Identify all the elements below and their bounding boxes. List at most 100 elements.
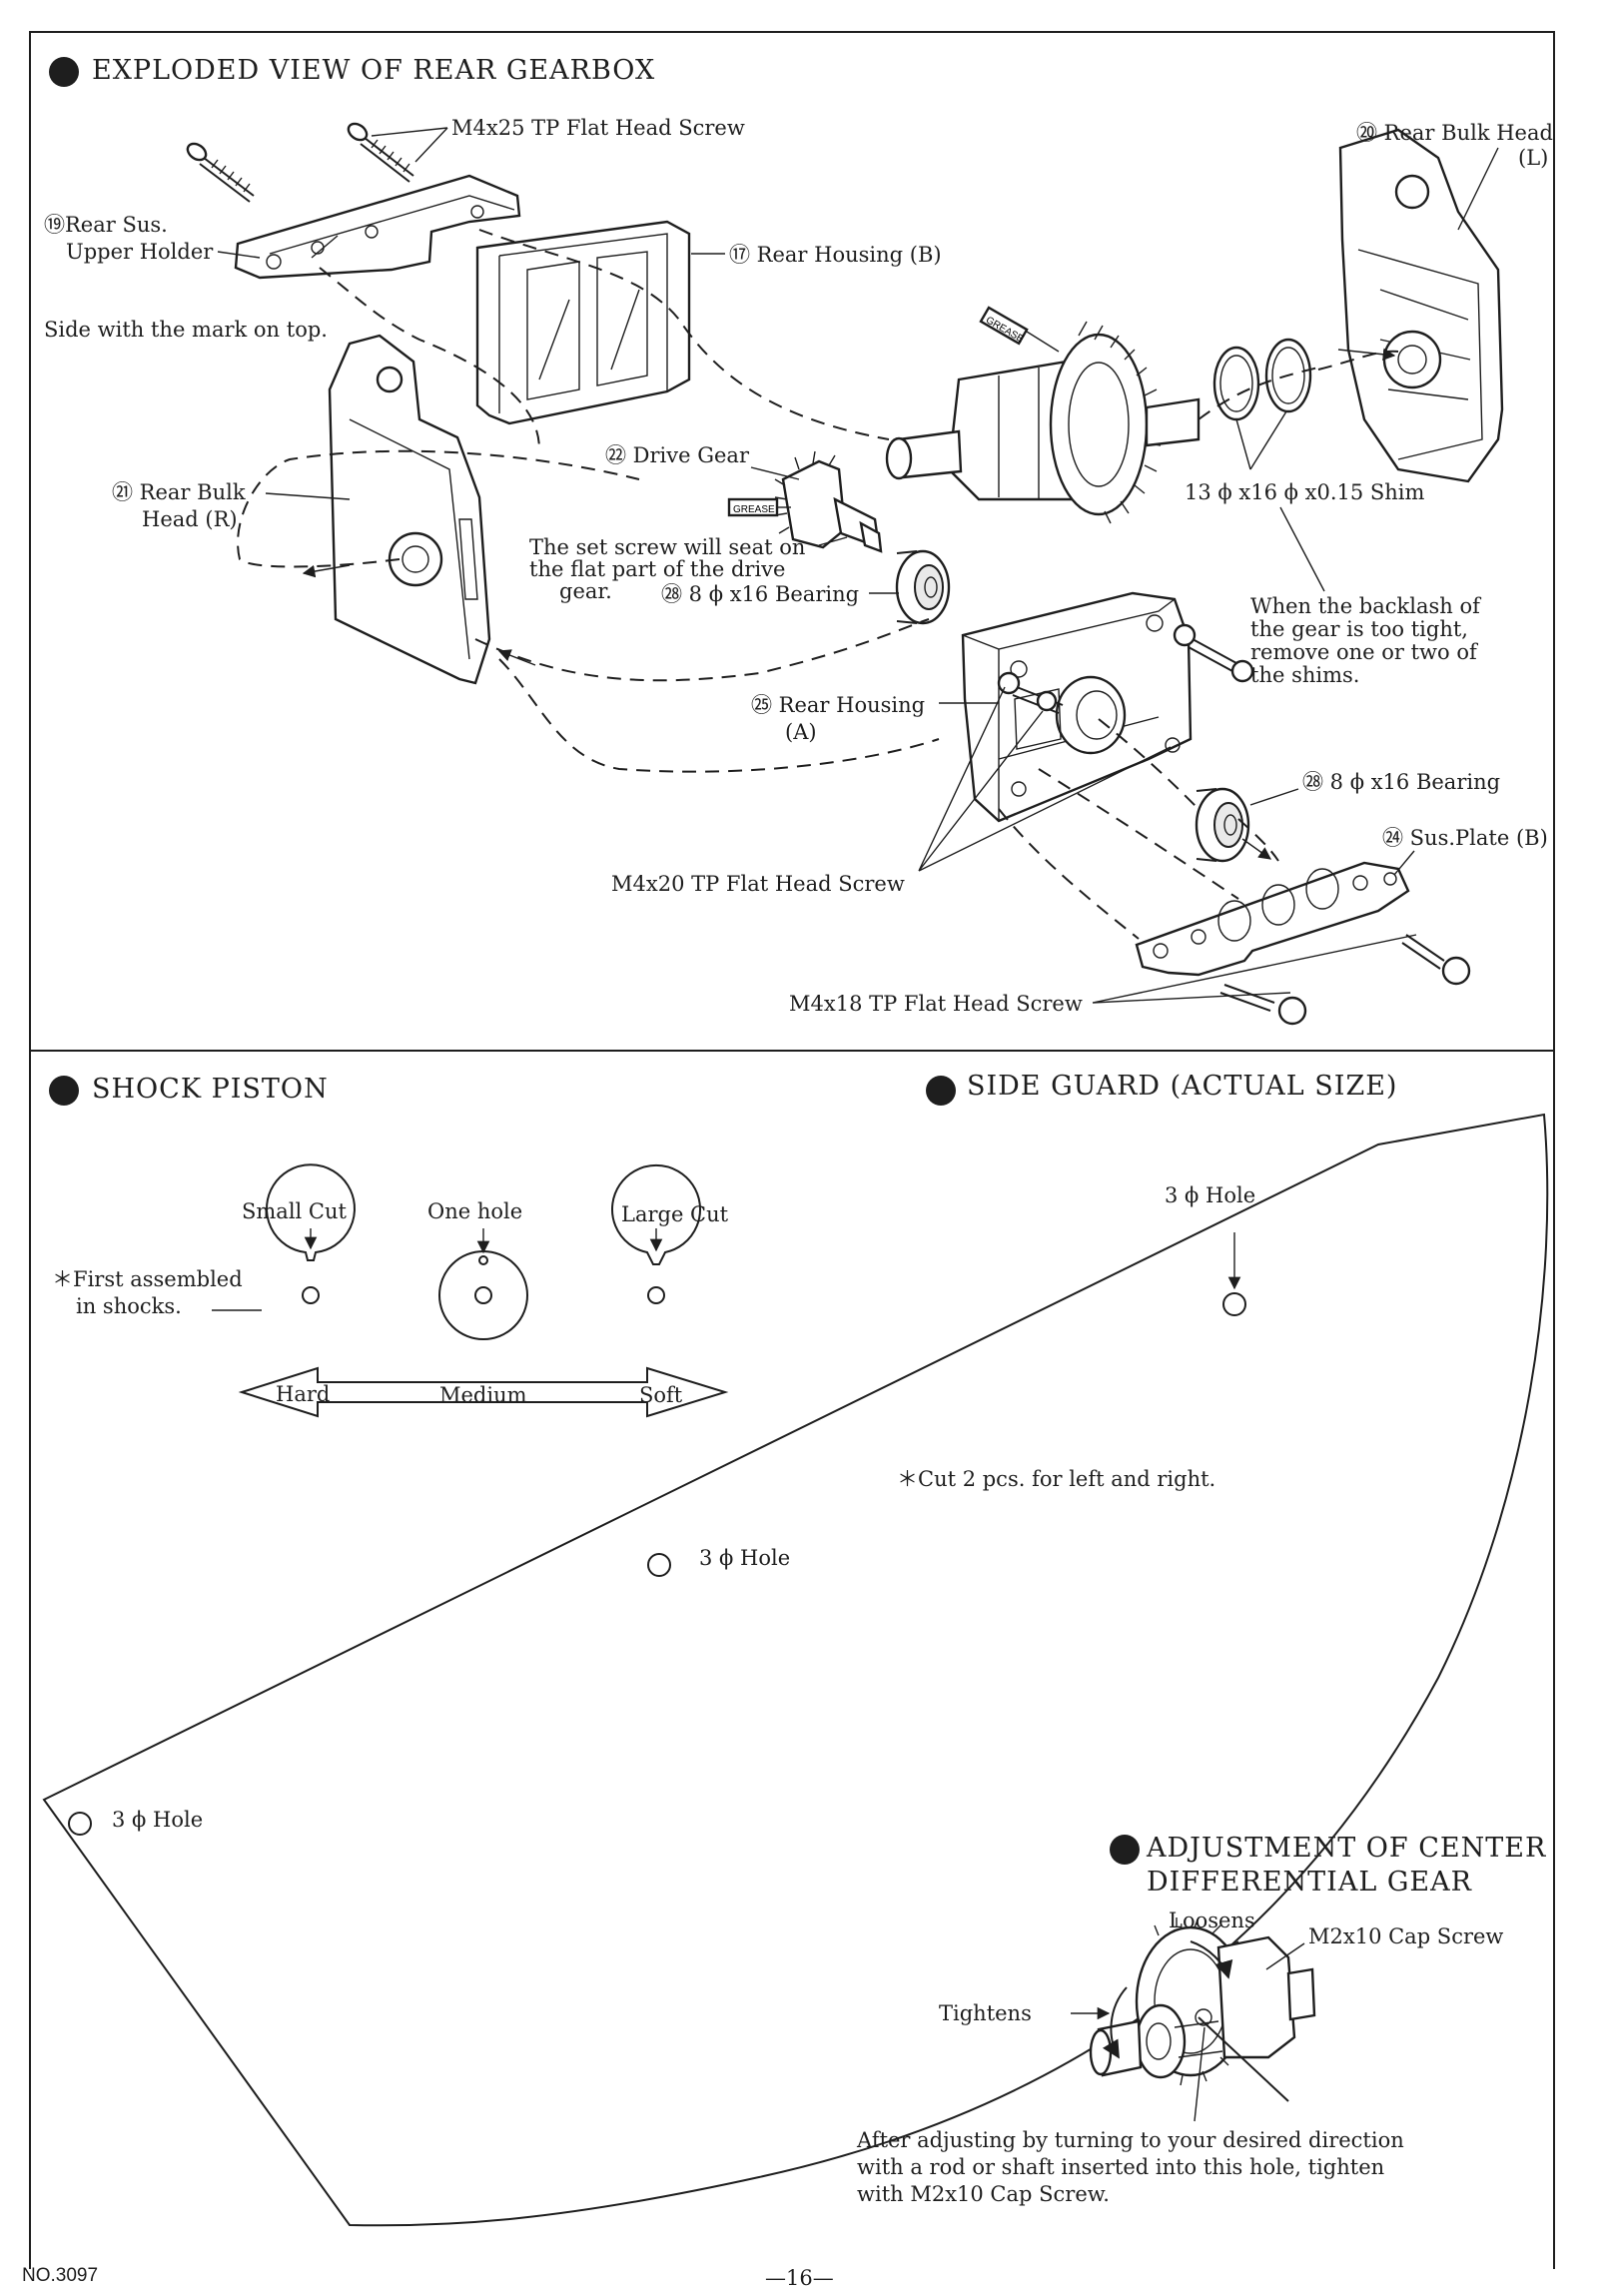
label-m4x18: M4x18 TP Flat Head Screw: [789, 992, 1083, 1016]
leader-bearing-2: [1249, 788, 1299, 806]
m4x25-screw-left: [186, 142, 255, 203]
rear-bulk-head-r: [328, 334, 491, 685]
label-tightens: Tightens: [939, 2001, 1032, 2025]
shims: [1212, 338, 1312, 421]
arrow-bulk-head-r-2: [497, 649, 536, 666]
page-frame: [29, 31, 1555, 2269]
label-hard: Hard: [276, 1382, 330, 1406]
label-cap-screw: M2x10 Cap Screw: [1308, 1924, 1503, 1948]
leader-bulk-head-r: [265, 492, 351, 500]
hole-left: [68, 1812, 92, 1836]
adjust-note-1: After adjusting by turning to your desir…: [856, 2128, 1404, 2152]
piston-large-cut: [611, 1164, 701, 1304]
label-housing-a-1: ㉕ Rear Housing: [751, 693, 925, 717]
leader-upper-holder: [217, 251, 261, 259]
label-bulk-head-l-1: ⑳ Rear Bulk Head: [1356, 121, 1553, 145]
label-small-cut: Small Cut: [242, 1199, 348, 1223]
label-hole-top: 3 ϕ Hole: [1165, 1183, 1255, 1207]
adjustment-section: ADJUSTMENT OF CENTER DIFFERENTIAL GEAR L…: [856, 1833, 1545, 2206]
bullet-icon: [49, 1076, 79, 1106]
arrow-bulk-head-l: [1337, 348, 1396, 362]
arrow-loosens: [1190, 1940, 1233, 1979]
leader-drive-gear: [750, 466, 800, 480]
footer-number: NO.3097: [22, 2265, 98, 2286]
label-housing-b: ⑰ Rear Housing (B): [729, 243, 942, 267]
label-backlash-1: When the backlash of: [1250, 594, 1482, 618]
label-upper-holder-2: Upper Holder: [66, 240, 214, 264]
grease-tag-gear: GREASE: [727, 497, 791, 517]
hole-mid: [647, 1553, 671, 1577]
adjust-note-3: with M2x10 Cap Screw.: [857, 2182, 1110, 2206]
label-m4x25: M4x25 TP Flat Head Screw: [451, 116, 745, 140]
drive-gear: [774, 450, 883, 553]
label-drive-gear: ㉒ Drive Gear: [605, 443, 750, 467]
section-title-sideguard: SIDE GUARD (ACTUAL SIZE): [967, 1071, 1397, 1102]
label-set-screw-3: gear.: [559, 579, 612, 603]
label-large-cut: Large Cut: [621, 1202, 729, 1226]
adjust-note-2: with a rod or shaft inserted into this h…: [857, 2155, 1384, 2179]
hole-top: [1222, 1292, 1246, 1316]
label-first-assembled-2: in shocks.: [76, 1294, 182, 1318]
footer-page: —16—: [765, 2266, 834, 2290]
piston-one-hole: [438, 1228, 528, 1340]
sus-plate-b: [1135, 861, 1410, 977]
leader-sus-plate: [1393, 850, 1415, 876]
assembly-lines: [237, 229, 1399, 940]
label-bulk-head-l-2: (L): [1518, 146, 1548, 170]
grease-tag-diff: GREASE: [979, 306, 1060, 353]
arrow-tighten-rotate: [1102, 1986, 1128, 2059]
arrow-bearing-2: [1241, 838, 1272, 860]
hardness-arrow: [238, 1366, 729, 1418]
rear-housing-b: [475, 220, 691, 425]
label-medium: Medium: [439, 1383, 527, 1407]
label-first-assembled-1: ＊First assembled: [52, 1267, 243, 1291]
side-guard-outline: [42, 1113, 1549, 2227]
leader-mark: [311, 235, 339, 259]
label-sus-plate: ㉔ Sus.Plate (B): [1382, 826, 1548, 850]
rear-housing-a: [961, 591, 1193, 823]
label-mark-on-top: Side with the mark on top.: [44, 318, 328, 342]
center-diff-drawing: [1089, 1916, 1316, 2102]
label-hole-mid: 3 ϕ Hole: [699, 1546, 790, 1570]
rear-differential: [885, 321, 1201, 524]
label-cut-note: ＊Cut 2 pcs. for left and right.: [897, 1467, 1215, 1491]
label-housing-a-2: (A): [785, 720, 817, 744]
leader-m4x18: [1092, 934, 1417, 1004]
rear-sus-upper-holder: [234, 174, 521, 280]
bullet-icon: [49, 57, 79, 87]
label-upper-holder-1: ⑲Rear Sus.: [44, 213, 168, 237]
rear-bulk-head-l: [1338, 128, 1504, 483]
section-title-exploded: EXPLODED VIEW OF REAR GEARBOX: [92, 55, 655, 86]
leader-set-screw: [818, 536, 848, 546]
label-bulk-head-r-1: ㉑ Rear Bulk: [112, 480, 246, 504]
label-backlash-3: remove one or two of: [1250, 640, 1479, 664]
leader-m4x20: [918, 686, 1172, 872]
bearing-2: [1195, 787, 1250, 863]
section-title-shock: SHOCK PISTON: [92, 1074, 329, 1105]
side-guard-section: SIDE GUARD (ACTUAL SIZE) 3 ϕ Hole 3 ϕ Ho…: [42, 1071, 1549, 2227]
label-m4x20: M4x20 TP Flat Head Screw: [611, 872, 905, 896]
section-title-adjust-2: DIFFERENTIAL GEAR: [1147, 1867, 1472, 1898]
bullet-icon: [1110, 1835, 1140, 1865]
label-one-hole: One hole: [427, 1199, 522, 1223]
leader-cap-screw: [1265, 1942, 1305, 1970]
label-shim: 13 ϕ x16 ϕ x0.15 Shim: [1185, 480, 1425, 504]
leader-hole: [1194, 2026, 1205, 2122]
label-loosens: Loosens: [1169, 1909, 1255, 1932]
label-set-screw-1: The set screw will seat on: [529, 535, 805, 559]
label-hole-left: 3 ϕ Hole: [112, 1808, 203, 1832]
leader-shim: [1235, 410, 1287, 470]
arrow-bulk-head-r: [302, 564, 351, 578]
label-bearing-1: ㉘ 8 ϕ x16 Bearing: [661, 582, 859, 606]
label-soft: Soft: [639, 1383, 683, 1407]
bearing-1: [895, 549, 951, 625]
leader-backlash: [1279, 506, 1325, 592]
leader-bulk-head-l: [1457, 147, 1499, 231]
svg-text:GREASE: GREASE: [733, 504, 775, 515]
label-backlash-4: the shims.: [1250, 663, 1359, 687]
label-backlash-2: the gear is too tight,: [1250, 617, 1468, 641]
label-bearing-2: ㉘ 8 ϕ x16 Bearing: [1302, 770, 1500, 794]
piston-small-cut: [266, 1163, 356, 1304]
leader-m4x25: [371, 127, 448, 163]
